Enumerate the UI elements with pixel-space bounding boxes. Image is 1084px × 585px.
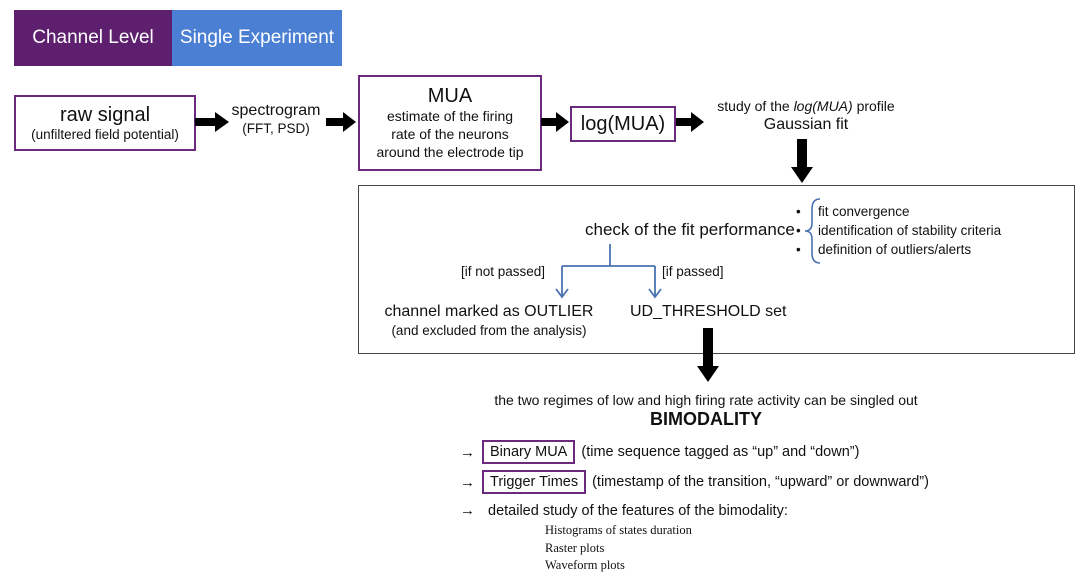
arrow-mua-to-logmua <box>541 112 569 132</box>
result-binary-mua: → Binary MUA (time sequence tagged as “u… <box>460 440 859 464</box>
gaussian-fit-label: Gaussian fit <box>763 116 849 133</box>
raw-signal-sub: (unfiltered field potential) <box>31 126 179 142</box>
arrow-spectrogram-to-mua <box>326 112 356 132</box>
right-arrow-icon: → <box>460 443 475 461</box>
study-prefix: study of the <box>717 98 794 114</box>
spectrogram-title: spectrogram <box>231 102 321 119</box>
trigger-times-desc: (timestamp of the transition, “upward” o… <box>592 474 929 490</box>
criteria-item: definition of outliers/alerts <box>796 240 1001 259</box>
detailed-study-subitems: Histograms of states duration Raster plo… <box>545 522 692 575</box>
criteria-item: fit convergence <box>796 202 1001 221</box>
channel-level-tab: Channel Level <box>14 10 172 66</box>
outlier-line2: (and excluded from the analysis) <box>391 323 587 338</box>
detailed-study-desc: detailed study of the features of the bi… <box>488 502 788 519</box>
logmua-title: log(MUA) <box>580 113 666 135</box>
raw-signal-title: raw signal <box>59 103 151 126</box>
subitem: Waveform plots <box>545 558 625 572</box>
bimodality-title: BIMODALITY <box>650 409 762 429</box>
trigger-times-box: Trigger Times <box>482 470 587 494</box>
mua-box: MUA estimate of the firing rate of the n… <box>358 75 542 171</box>
right-arrow-icon: → <box>460 473 475 491</box>
spectrogram-sub: (FFT, PSD) <box>242 121 310 136</box>
criteria-item: identification of stability criteria <box>796 221 1001 240</box>
fit-check-panel <box>358 185 1075 354</box>
study-block: study of the log(MUA) profile Gaussian f… <box>700 97 912 135</box>
mua-line2: rate of the neurons <box>391 126 509 142</box>
result-trigger-times: → Trigger Times (timestamp of the transi… <box>460 470 929 494</box>
study-suffix: profile <box>852 98 895 114</box>
subitem: Raster plots <box>545 540 605 555</box>
ud-threshold-label: UD_THRESHOLD set <box>630 303 787 320</box>
subitem: Histograms of states duration <box>545 523 692 537</box>
raw-signal-box: raw signal (unfiltered field potential) <box>14 95 196 151</box>
single-experiment-tab: Single Experiment <box>172 10 342 66</box>
outlier-line1: channel marked as OUTLIER <box>384 303 594 320</box>
branch-passed: [if passed] <box>662 264 724 279</box>
arrow-study-to-panel <box>791 139 813 183</box>
outlier-block: channel marked as OUTLIER (and excluded … <box>380 302 598 339</box>
arrow-logmua-to-study <box>676 112 704 132</box>
spectrogram-block: spectrogram (FFT, PSD) <box>226 101 326 137</box>
check-label: check of the fit performance <box>585 220 795 239</box>
binary-mua-desc: (time sequence tagged as “up” and “down”… <box>581 444 860 460</box>
branch-not-passed: [if not passed] <box>461 264 546 279</box>
study-italic: log(MUA) <box>793 98 853 114</box>
logmua-box: log(MUA) <box>570 106 676 142</box>
right-arrow-icon: → <box>460 502 475 519</box>
criteria-list: fit convergence identification of stabil… <box>796 202 1001 259</box>
mua-title: MUA <box>427 85 473 107</box>
result-detailed-study: → detailed study of the features of the … <box>460 502 788 519</box>
mua-line3: around the electrode tip <box>376 144 524 160</box>
binary-mua-box: Binary MUA <box>482 440 576 464</box>
mua-line1: estimate of the firing <box>386 108 514 124</box>
arrow-threshold-to-bimodality <box>697 328 719 382</box>
curly-brace <box>804 198 821 264</box>
regimes-text: the two regimes of low and high firing r… <box>494 392 918 408</box>
arrow-raw-to-spectrogram <box>195 112 229 132</box>
branch-arrows <box>555 244 662 299</box>
